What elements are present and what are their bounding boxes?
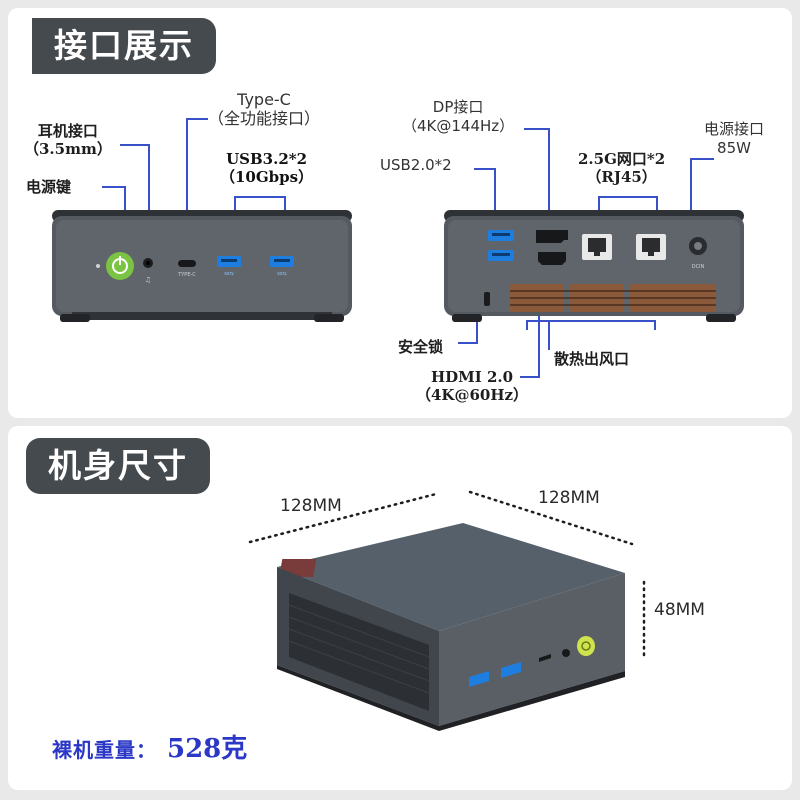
typec-port: TYPE-C (177, 260, 196, 278)
headphone-jack: ♫ (143, 258, 153, 284)
usb20-leader-h (474, 168, 496, 170)
width-dimension: 128MM (280, 496, 342, 516)
vent-leader-l (526, 320, 528, 330)
power-key-leader-h (102, 186, 124, 188)
lan-port-2 (636, 234, 666, 260)
usb32-label-group: USB3.2*2 （10Gbps） (220, 150, 313, 186)
vent-leader-r (654, 320, 656, 330)
hdmi-leader (538, 312, 540, 376)
power-in-leader-h (690, 158, 714, 160)
hdmi-label: HDMI 2.0 (430, 368, 514, 386)
usb20-port-2 (488, 250, 514, 261)
power-in-label-group: 电源接口 85W (704, 120, 764, 158)
lan-label: 2.5G网口*2 (578, 150, 666, 168)
power-in-sub: 85W (717, 139, 751, 157)
lan-label-group: 2.5G网口*2 （RJ45） (578, 150, 665, 186)
height-dimension: 48MM (654, 600, 705, 620)
lock-label: 安全锁 (398, 338, 444, 356)
usb20-leader (494, 168, 496, 210)
headphone-label-group: 耳机接口 （3.5mm） (24, 122, 112, 158)
lan-leader-r (656, 196, 658, 210)
dimension-lines (248, 490, 646, 662)
weight-line: 裸机重量： 528克 (52, 728, 247, 765)
headphone-leader-h (120, 144, 150, 146)
svg-text:ss⇆: ss⇆ (277, 271, 286, 277)
power-in-port: DCIN (689, 237, 707, 270)
typec-port-front (539, 654, 551, 662)
side-vent (288, 593, 430, 711)
dp-port (536, 230, 568, 243)
dp-sub: （4K@144Hz） (402, 117, 515, 135)
lan-sub: （RJ45） (586, 168, 657, 186)
power-in-label: 电源接口 (704, 120, 765, 138)
usb32-label: USB3.2*2 (226, 150, 308, 168)
lan-leader-l (598, 196, 600, 210)
hdmi-port (538, 252, 566, 265)
usb32-port-2: ss⇆ (270, 256, 294, 277)
headphone-sub: （3.5mm） (24, 140, 112, 158)
headphone-label: 耳机接口 (37, 122, 98, 140)
usb32-leader-h (234, 196, 286, 198)
svg-text:ss⇆: ss⇆ (224, 271, 233, 277)
vent-leader-v (548, 320, 550, 350)
size-section-title: 机身尺寸 (26, 438, 210, 494)
depth-dimension: 128MM (538, 488, 600, 508)
power-key-leader (124, 186, 126, 210)
device-3d (277, 523, 625, 731)
weight-value: 528克 (167, 734, 248, 764)
front-device: ♫ TYPE-C ss⇆ ss⇆ (52, 210, 352, 322)
typec-label: Type-C (237, 90, 291, 109)
usb32-sub: （10Gbps） (220, 168, 314, 186)
usb20-port-1 (488, 230, 514, 241)
typec-leader (186, 118, 188, 210)
power-button-front (577, 636, 595, 656)
typec-port-text: TYPE-C (177, 272, 196, 278)
usb-port-front-1 (469, 671, 489, 687)
dc-in-text: DCIN (692, 264, 705, 270)
typec-label-group: Type-C （全功能接口） (208, 90, 320, 128)
dp-leader (548, 128, 550, 210)
usb20-label: USB2.0*2 (380, 156, 452, 174)
vent-label: 散热出风口 (554, 350, 630, 368)
usb-port-front-2 (501, 662, 521, 678)
lock-leader (476, 308, 478, 342)
lan-leader-h (598, 196, 658, 198)
usb32-leader-l (234, 196, 236, 210)
hdmi-leader-h (520, 376, 540, 378)
usb32-port-1: ss⇆ (217, 256, 241, 277)
vent-leader-h (526, 320, 656, 322)
ports-section-title: 接口展示 (32, 18, 216, 74)
weight-label: 裸机重量： (52, 738, 157, 762)
dp-label-group: DP接口 （4K@144Hz） (402, 98, 514, 136)
typec-leader-h (186, 118, 208, 120)
rear-device: DCIN (444, 210, 744, 322)
hdmi-sub: （4K@60Hz） (416, 386, 529, 404)
lock-leader-h (458, 342, 478, 344)
lan-port-1 (582, 234, 612, 260)
hdmi-label-group: HDMI 2.0 （4K@60Hz） (416, 368, 528, 404)
power-key-label: 电源键 (26, 178, 72, 196)
dp-leader-h (524, 128, 550, 130)
usb32-leader-r (284, 196, 286, 210)
power-button[interactable] (106, 252, 134, 280)
power-in-leader (690, 158, 692, 210)
typec-sub: （全功能接口） (208, 109, 321, 128)
rear-vent (510, 284, 716, 312)
ports-panel: 接口展示 耳机接口 （3.5mm） 电源键 Type-C （全功能接口） USB… (8, 8, 792, 418)
headphone-jack-front (562, 649, 570, 657)
dp-label: DP接口 (432, 98, 484, 116)
front-vent (72, 312, 332, 320)
size-panel: 机身尺寸 128MM 128MM 48MM (8, 426, 792, 790)
security-lock-slot (484, 292, 490, 306)
svg-text:♫: ♫ (145, 276, 151, 284)
headphone-leader (148, 144, 150, 210)
